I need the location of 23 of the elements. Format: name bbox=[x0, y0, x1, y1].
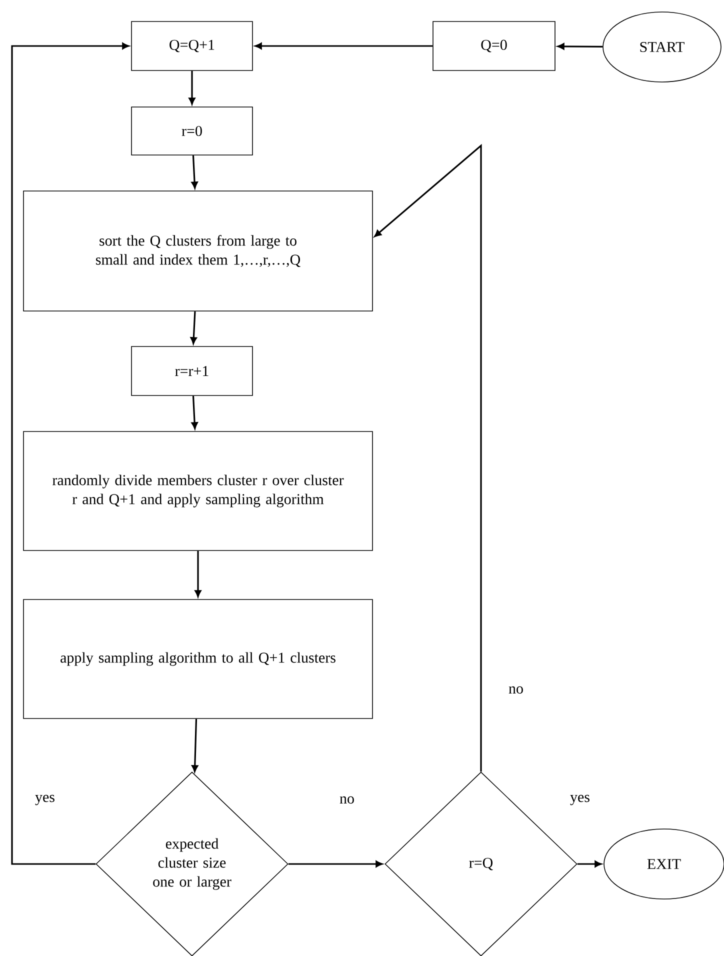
process-box: Q=Q+1 bbox=[131, 21, 253, 71]
arrow bbox=[254, 42, 433, 50]
process-box: Q=0 bbox=[432, 21, 556, 71]
arrow bbox=[194, 550, 202, 598]
edge-label: yes bbox=[35, 794, 54, 806]
edge-label: no bbox=[340, 796, 354, 804]
process-box: r=0 bbox=[131, 106, 253, 156]
arrow bbox=[190, 311, 197, 344]
process-box: apply sampling algorithm to all Q+1 clusters bbox=[23, 599, 373, 719]
arrow bbox=[11, 42, 130, 865]
process-box: randomly divide members cluster r over cluster r and Q+1 and apply sampling algorithm bbox=[23, 431, 373, 551]
process-box: sort the Q clusters from large to small and index them 1,…,r,…,Q bbox=[23, 190, 373, 312]
arrow bbox=[191, 396, 198, 430]
edge-label: yes bbox=[570, 794, 590, 806]
arrow bbox=[191, 155, 198, 189]
arrow bbox=[577, 860, 602, 868]
arrow bbox=[188, 70, 196, 105]
edge-label: no bbox=[508, 686, 523, 694]
arrow bbox=[192, 718, 198, 772]
arrow bbox=[288, 860, 383, 868]
arrow bbox=[557, 43, 603, 50]
arrow bbox=[374, 144, 482, 772]
process-box: r=r+1 bbox=[131, 346, 253, 396]
